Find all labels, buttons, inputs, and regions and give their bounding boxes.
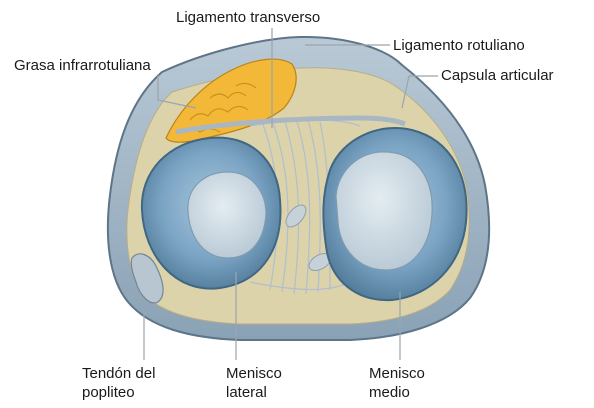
label-joint-capsule: Capsula articular [441,66,554,85]
label-medial-meniscus-line1: Menisco [369,364,425,383]
label-medial-meniscus: Menisco medio [369,364,425,402]
label-popliteus-tendon-line2: popliteo [82,383,155,402]
label-lateral-meniscus: Menisco lateral [226,364,282,402]
label-transverse-ligament: Ligamento transverso [176,8,320,27]
label-lateral-meniscus-line1: Menisco [226,364,282,383]
label-popliteus-tendon-line1: Tendón del [82,364,155,383]
lateral-meniscus [142,138,281,289]
label-patellar-ligament: Ligamento rotuliano [393,36,525,55]
label-medial-meniscus-line2: medio [369,383,425,402]
label-lateral-meniscus-line2: lateral [226,383,282,402]
label-popliteus-tendon: Tendón del popliteo [82,364,155,402]
label-infrapatellar-fat: Grasa infrarrotuliana [14,56,151,75]
